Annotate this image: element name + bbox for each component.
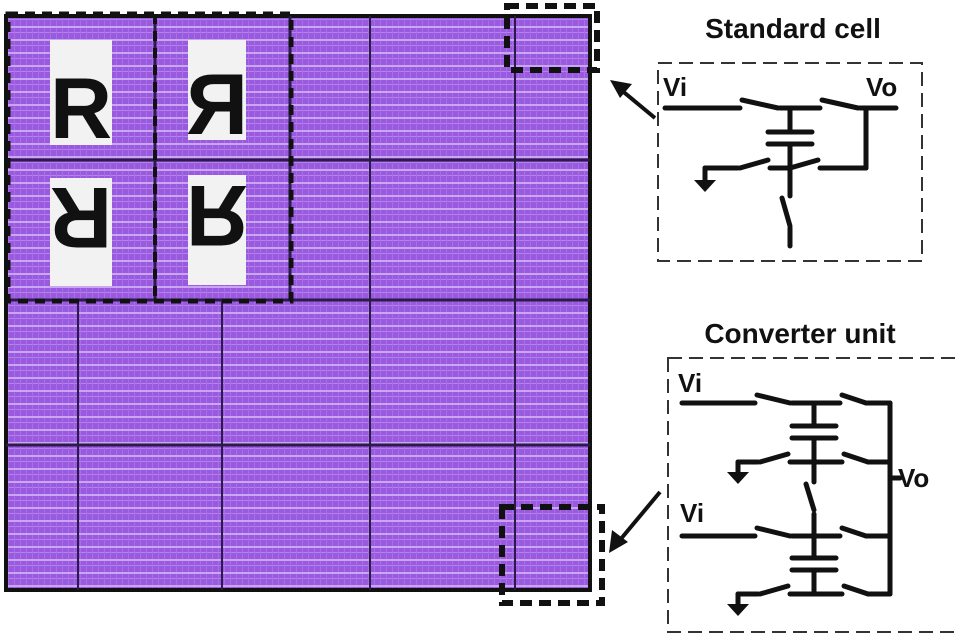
standard-cell-output-label: Vo: [866, 72, 897, 102]
orientation-letter-flipped: R: [50, 169, 112, 265]
pointer-arrow-converter-unit: [609, 490, 662, 553]
orientation-tile-flipped: R: [50, 169, 112, 286]
converter-unit-box: [667, 357, 960, 633]
standard-cell-highlight: [504, 3, 600, 73]
converter-unit-input-label-bottom: Vi: [680, 498, 704, 528]
converter-unit-ground-icon-upper: [727, 472, 749, 484]
converter-unit-highlight: [499, 504, 605, 606]
converter-unit-title: Converter unit: [704, 318, 895, 349]
chip-micrograph: R R R R: [4, 3, 605, 606]
converter-unit-output-label: Vo: [898, 463, 929, 493]
orientation-tile-rotated: R: [186, 167, 248, 285]
orientation-tile-mirrored: R: [186, 40, 248, 153]
standard-cell-ground-icon: [694, 180, 716, 192]
orientation-tile-normal: R: [50, 40, 112, 157]
orientation-letter-mirrored: R: [186, 57, 248, 153]
orientation-letter-normal: R: [50, 61, 112, 157]
standard-cell-circuit: [662, 97, 899, 249]
converter-unit-circuit: [679, 392, 903, 609]
converter-unit-ground-icon-lower: [727, 604, 749, 616]
converter-unit-input-label-top: Vi: [678, 368, 702, 398]
standard-cell-input-label: Vi: [663, 72, 687, 102]
standard-cell-title: Standard cell: [705, 13, 881, 44]
dashed-outline-quadrant: [5, 11, 294, 304]
standard-cell-box: [657, 62, 923, 262]
orientation-letter-rotated: R: [186, 167, 248, 263]
pointer-arrow-standard-cell: [610, 80, 657, 120]
